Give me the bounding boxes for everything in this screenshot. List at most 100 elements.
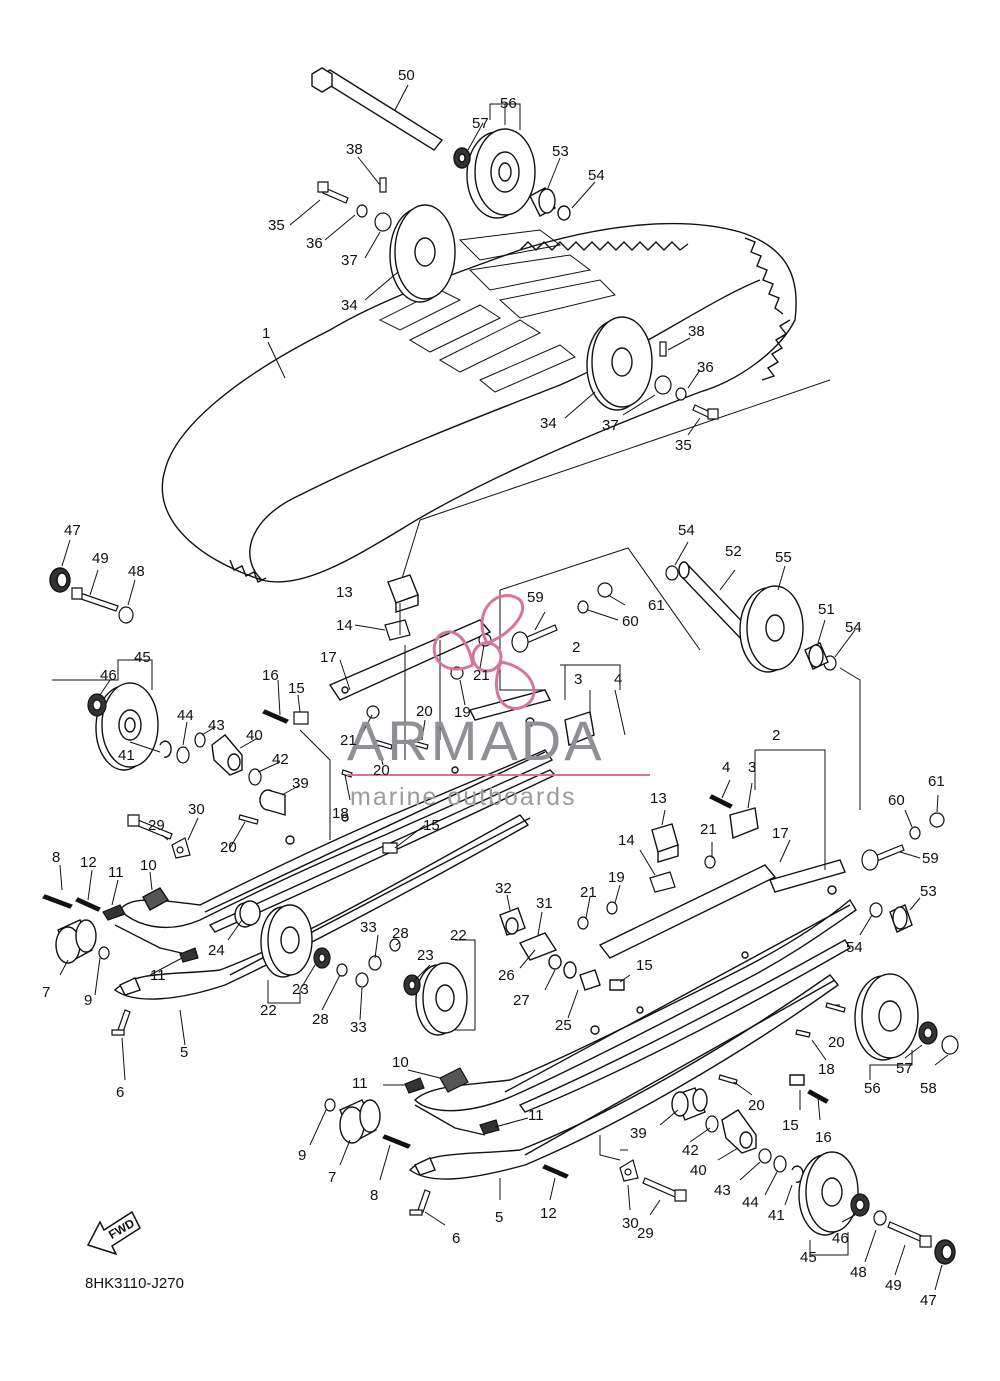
callout-59b: 59 xyxy=(922,850,939,867)
callout-30b: 30 xyxy=(622,1215,639,1232)
screw-6-left xyxy=(112,1010,130,1035)
callout-54b: 54 xyxy=(678,522,695,539)
collar-53-top xyxy=(530,188,555,216)
callout-10b: 10 xyxy=(392,1054,409,1071)
callout-61: 61 xyxy=(648,597,665,614)
bolt-59-upper xyxy=(512,625,557,652)
collar-37-right xyxy=(655,376,671,394)
ring-43-right xyxy=(759,1149,771,1163)
callout-15b: 15 xyxy=(423,817,440,834)
callout-43b: 43 xyxy=(714,1182,731,1199)
callout-25: 25 xyxy=(555,1017,572,1034)
callout-4b: 4 xyxy=(722,759,730,776)
callout-57b: 57 xyxy=(896,1060,913,1077)
callout-8b: 8 xyxy=(370,1187,378,1204)
callout-34: 34 xyxy=(341,297,358,314)
holder-14-upper xyxy=(385,620,410,640)
washer-9-left xyxy=(99,947,109,959)
callout-45: 45 xyxy=(134,649,151,666)
callout-22: 22 xyxy=(450,927,467,944)
callout-37: 37 xyxy=(341,252,358,269)
bracket-30-right xyxy=(620,1160,638,1181)
pin-16-upper xyxy=(263,710,288,723)
cushion-7-right xyxy=(340,1100,380,1143)
callout-3b: 3 xyxy=(748,759,756,776)
callout-21d: 21 xyxy=(580,884,597,901)
bolt-49-left xyxy=(72,588,118,611)
callout-23: 23 xyxy=(292,981,309,998)
upper-wheel-56 xyxy=(467,129,535,218)
callout-53: 53 xyxy=(552,143,569,160)
ring-42-right xyxy=(706,1116,718,1132)
callout-19b: 19 xyxy=(608,869,625,886)
washer-60-right xyxy=(910,827,920,839)
diagram-code: 8HK3110-J270 xyxy=(85,1275,184,1292)
washer-54-top xyxy=(558,206,570,220)
callout-21b: 21 xyxy=(473,667,490,684)
washer-48-left xyxy=(119,607,133,623)
callout-3: 3 xyxy=(574,671,582,688)
pin-4-right xyxy=(710,795,732,808)
pin-12-right xyxy=(543,1165,568,1178)
callout-16b: 16 xyxy=(815,1129,832,1146)
clip-41-right xyxy=(792,1166,803,1182)
bolt-29-left xyxy=(128,815,172,839)
screw-38-top xyxy=(380,178,386,192)
callout-50: 50 xyxy=(398,67,415,84)
bracket-30-left xyxy=(172,838,190,858)
callout-40: 40 xyxy=(246,727,263,744)
right-idler-34 xyxy=(587,317,652,410)
callout-27: 27 xyxy=(513,992,530,1009)
cushion-7-left xyxy=(56,920,96,963)
wheel-22-front xyxy=(261,905,312,977)
callout-43: 43 xyxy=(208,717,225,734)
callout-11c: 11 xyxy=(352,1075,368,1092)
nut-33-front xyxy=(356,956,381,987)
holder-14-right xyxy=(650,872,675,892)
damper-39-right xyxy=(672,1088,707,1120)
callout-44: 44 xyxy=(177,707,194,724)
washer-28-front xyxy=(337,939,400,976)
callout-32: 32 xyxy=(495,880,512,897)
callout-52: 52 xyxy=(725,543,742,560)
bearing-57-right xyxy=(919,1022,937,1044)
callout-5: 5 xyxy=(180,1044,188,1061)
collar-51 xyxy=(805,643,828,669)
callout-29: 29 xyxy=(148,817,165,834)
watermark-tagline: marine outboards xyxy=(350,783,577,811)
clip-41-left xyxy=(160,741,171,757)
ring-43-left xyxy=(195,733,205,747)
collar-53-right xyxy=(890,905,912,932)
callout-56: 56 xyxy=(500,95,517,112)
clip-11-right xyxy=(405,1078,499,1134)
callout-6: 6 xyxy=(116,1084,124,1101)
callout-48: 48 xyxy=(128,563,145,580)
callout-20e: 20 xyxy=(748,1097,765,1114)
callout-9b: 9 xyxy=(298,1147,306,1164)
bearing-46-left xyxy=(88,694,106,716)
callout-20d: 20 xyxy=(828,1034,845,1051)
wheel-22-center xyxy=(416,963,467,1035)
callout-49: 49 xyxy=(92,550,109,567)
callout-2b: 2 xyxy=(772,727,780,744)
callout-54: 54 xyxy=(588,167,605,184)
callout-60b: 60 xyxy=(888,792,905,809)
callout-20: 20 xyxy=(220,839,237,856)
callout-17b: 17 xyxy=(772,825,789,842)
callout-54c: 54 xyxy=(845,619,862,636)
bolt-59-right xyxy=(862,845,904,870)
callout-51: 51 xyxy=(818,601,835,618)
callout-15c: 15 xyxy=(636,957,653,974)
callout-21: 21 xyxy=(340,732,357,749)
callout-13: 13 xyxy=(336,584,353,601)
callout-1: 1 xyxy=(262,325,270,342)
callout-48b: 48 xyxy=(850,1264,867,1281)
callout-26: 26 xyxy=(498,967,515,984)
callout-4: 4 xyxy=(614,671,622,688)
plate-17-upper xyxy=(330,620,490,700)
pin-8-left xyxy=(43,895,72,908)
ring-44-left xyxy=(177,747,189,763)
nut-61-right xyxy=(930,813,944,827)
bolt-35-top xyxy=(318,182,348,203)
callout-58: 58 xyxy=(920,1080,937,1097)
